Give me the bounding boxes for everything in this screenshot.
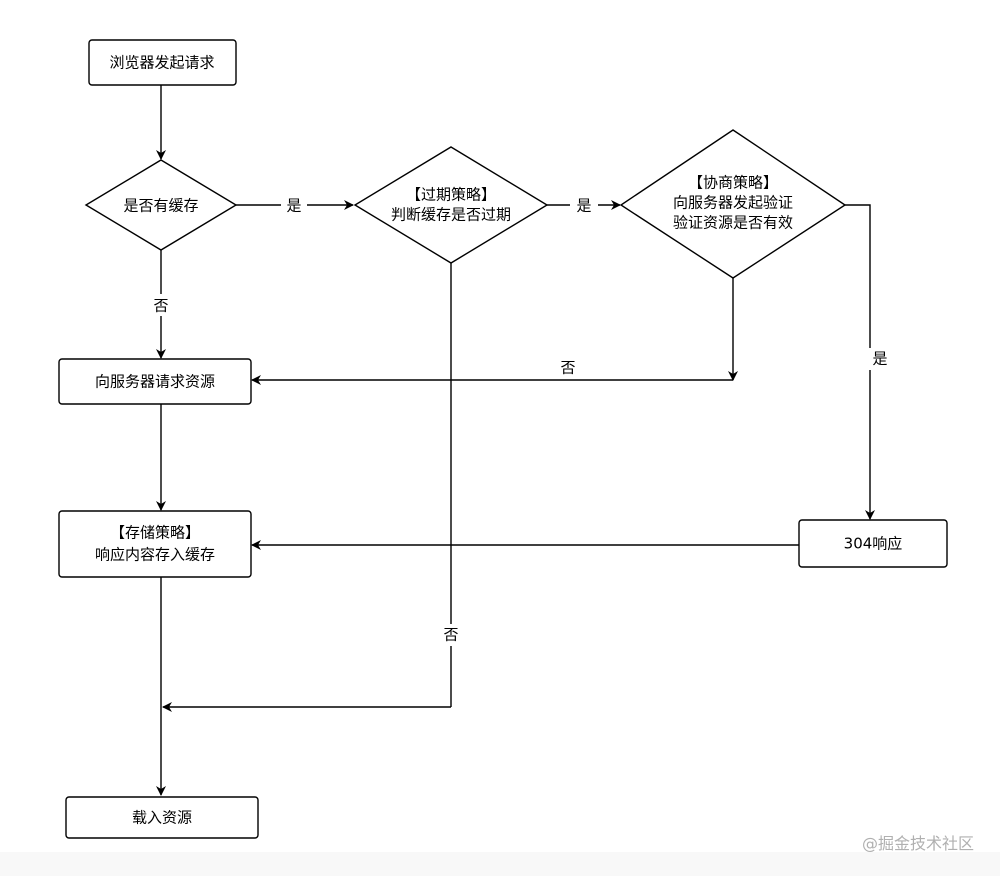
node-negotiate-line1: 向服务器发起验证 xyxy=(673,194,793,212)
edge-label-expired-no: 否 xyxy=(443,626,458,644)
edge-negotiate-yes xyxy=(845,204,875,520)
edge-label-cache-no: 否 xyxy=(153,297,168,315)
node-negotiate-title: 【协商策略】 xyxy=(688,174,778,192)
node-has-cache-label: 是否有缓存 xyxy=(123,197,198,215)
edge-label-cache-yes: 是 xyxy=(286,197,301,215)
node-store xyxy=(58,510,252,578)
node-304-label: 304响应 xyxy=(844,535,903,553)
node-store-title: 【存储策略】 xyxy=(110,524,200,542)
node-load-label: 载入资源 xyxy=(132,809,192,827)
node-start xyxy=(88,39,237,86)
node-expired-check xyxy=(353,146,549,264)
node-expired-check-title: 【过期策略】 xyxy=(406,186,496,204)
node-expired-check-label: 判断缓存是否过期 xyxy=(391,206,511,224)
node-negotiate xyxy=(619,129,847,279)
node-304 xyxy=(798,519,948,568)
node-start-label: 浏览器发起请求 xyxy=(109,54,214,72)
node-request-server-label: 向服务器请求资源 xyxy=(95,373,215,391)
node-request-server xyxy=(58,358,252,405)
watermark: @掘金技术社区 xyxy=(861,834,974,853)
edge-label-negotiate-no: 否 xyxy=(560,359,575,377)
bottom-band xyxy=(0,852,1000,876)
edge-label-negotiate-yes: 是 xyxy=(872,350,887,368)
edge-label-expired-yes: 是 xyxy=(576,197,591,215)
node-load xyxy=(65,796,259,839)
node-has-cache xyxy=(84,159,238,251)
node-negotiate-line2: 验证资源是否有效 xyxy=(673,214,793,232)
node-store-label: 响应内容存入缓存 xyxy=(95,546,215,564)
